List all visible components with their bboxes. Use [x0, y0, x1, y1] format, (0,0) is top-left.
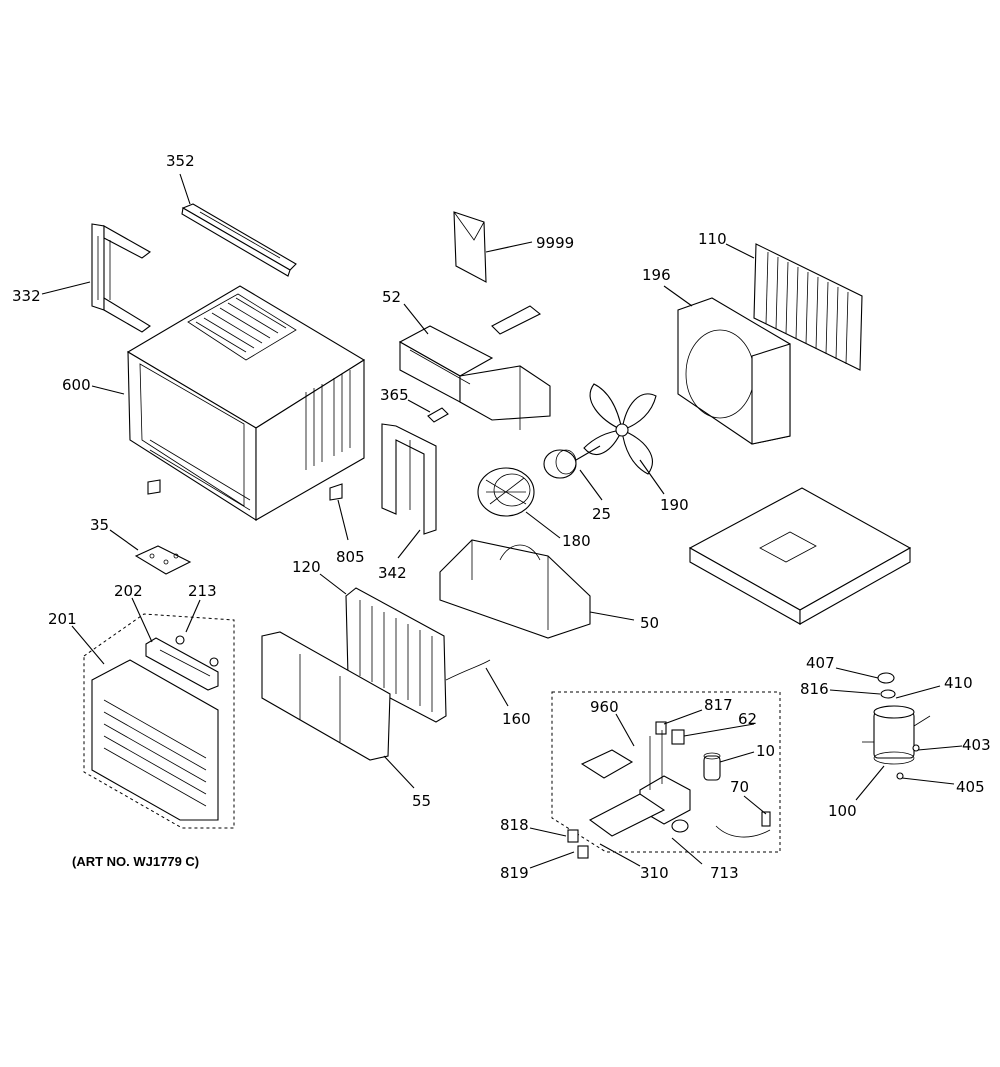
- part-196-shroud: [677, 297, 791, 445]
- callout-9999: 9999: [536, 234, 574, 252]
- callout-180: 180: [562, 532, 591, 550]
- part-180-blower-wheel: [477, 467, 535, 517]
- callout-55: 55: [412, 792, 431, 810]
- callout-403: 403: [962, 736, 991, 754]
- callout-62: 62: [738, 710, 757, 728]
- part-352-top-rail: [181, 203, 297, 277]
- condenser-fins: [765, 251, 849, 365]
- front-assembly-outline: [83, 613, 235, 829]
- callout-190: 190: [660, 496, 689, 514]
- part-control-plate: [588, 793, 666, 837]
- callout-52: 52: [382, 288, 401, 306]
- callout-310: 310: [640, 864, 669, 882]
- callout-410: 410: [944, 674, 973, 692]
- callout-407: 407: [806, 654, 835, 672]
- callout-818: 818: [500, 816, 529, 834]
- callout-805: 805: [336, 548, 365, 566]
- art-number: (ART NO. WJ1779 C): [72, 854, 199, 869]
- callout-816: 816: [800, 680, 829, 698]
- part-50-scroll: [439, 539, 591, 639]
- part-342-side-bracket: [381, 423, 437, 535]
- evaporator-fins: [359, 600, 433, 712]
- part-407-cover: [877, 672, 895, 684]
- control-box-outline: [551, 691, 781, 853]
- part-70-power-cord: [715, 811, 771, 838]
- part-332-side-bracket: [91, 223, 152, 333]
- part-713-thermostat: [671, 819, 689, 833]
- part-100-compressor: [862, 705, 931, 765]
- part-816-clip: [880, 689, 896, 699]
- part-817-switch: [655, 721, 667, 735]
- part-52-duct: [398, 305, 551, 430]
- part-202-control-panel: [145, 637, 219, 691]
- part-405-nuts: [896, 772, 904, 780]
- callout-110: 110: [698, 230, 727, 248]
- callout-405: 405: [956, 778, 985, 796]
- callout-labels: 352 332 600 9999 52 365 110 196 25 190 1…: [12, 152, 991, 882]
- part-818-terminal: [567, 829, 579, 843]
- callout-202: 202: [114, 582, 143, 600]
- part-62-relay: [671, 729, 685, 745]
- callout-213: 213: [188, 582, 217, 600]
- part-201-front-grille: [91, 659, 219, 821]
- part-10-capacitor: [703, 752, 721, 781]
- part-213-knobs: [175, 635, 219, 667]
- callout-160: 160: [502, 710, 531, 728]
- callout-819: 819: [500, 864, 529, 882]
- callout-817: 817: [704, 696, 733, 714]
- callout-342: 342: [378, 564, 407, 582]
- part-960-bracket: [580, 749, 634, 779]
- callout-70: 70: [730, 778, 749, 796]
- callout-600: 600: [62, 376, 91, 394]
- callout-713: 713: [710, 864, 739, 882]
- part-600-cabinet: [126, 285, 366, 522]
- part-base-pan: [688, 487, 912, 625]
- callout-196: 196: [642, 266, 671, 284]
- callout-100: 100: [828, 802, 857, 820]
- part-190-fan-blade: [583, 383, 657, 475]
- cabinet-side-louvers: [305, 370, 351, 470]
- callout-25: 25: [592, 505, 611, 523]
- part-9999-literature: [453, 211, 487, 283]
- callout-201: 201: [48, 610, 77, 628]
- part-25-motor: [543, 445, 601, 479]
- callout-365: 365: [380, 386, 409, 404]
- part-55-filter: [261, 631, 391, 761]
- callout-35: 35: [90, 516, 109, 534]
- part-35-board: [134, 545, 192, 575]
- leader-lines: [41, 173, 963, 869]
- cabinet-top-vent: [195, 297, 287, 353]
- callout-352: 352: [166, 152, 195, 170]
- part-110-condenser: [753, 243, 863, 371]
- callout-120: 120: [292, 558, 321, 576]
- part-365-clip: [427, 407, 449, 423]
- part-403-grommets: [912, 744, 920, 752]
- callout-10: 10: [756, 742, 775, 760]
- callout-50: 50: [640, 614, 659, 632]
- callout-332: 332: [12, 287, 41, 305]
- callout-960: 960: [590, 698, 619, 716]
- part-819-terminal: [577, 845, 589, 859]
